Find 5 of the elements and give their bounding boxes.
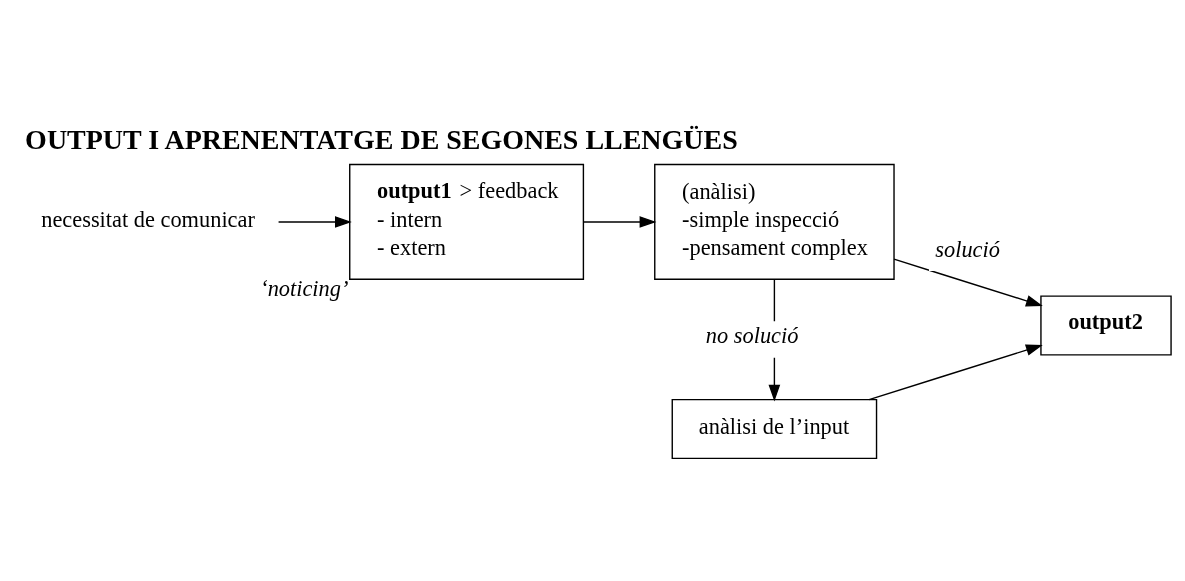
edge-label: no solució [705,323,799,349]
node-label: ‘noticing’ [260,275,349,301]
diagram-title: OUTPUT I APRENENTATGE DE SEGONES LLENGÜES [25,124,738,156]
node-text: necessitat de comunicar [41,207,255,233]
edge-label: solució [935,236,1000,262]
